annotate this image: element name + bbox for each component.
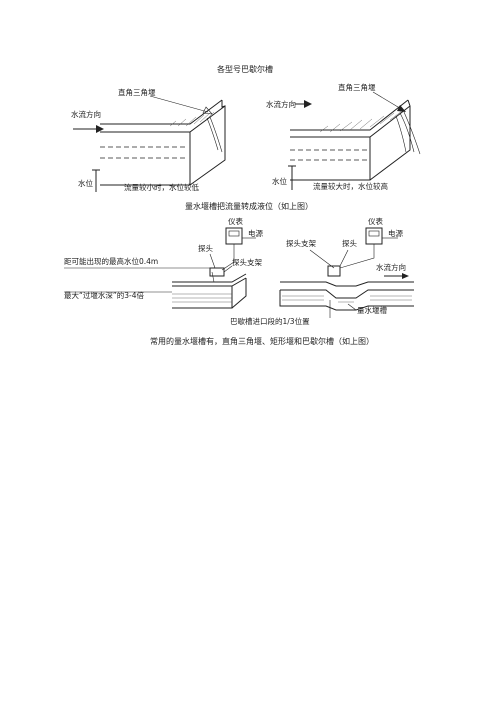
caption-flow-to-level: 量水堰槽把流量转成液位（如上图）	[185, 202, 313, 211]
desc-low-flow: 流量较小时，水位较低	[124, 182, 199, 192]
power-label-left: 电源	[248, 228, 263, 238]
position-note: 巴歇槽进口段的1/3位置	[230, 316, 310, 326]
flow-direction-left: 水流方向	[71, 109, 101, 119]
probe-install-left: 仪表 电源 探头 探头支架 距可能出现的最高水位0.4m 最大“过堰水深”的3-…	[64, 216, 263, 309]
probe-label-left: 探头	[198, 243, 213, 253]
power-label-right: 电源	[388, 228, 403, 238]
desc-high-flow: 流量较大时，水位较高	[313, 181, 388, 191]
weir-high-flow-panel: 直角三角堰 水流方向 水位 流量较大时，水位较高	[266, 82, 421, 191]
caption-parshall-models: 各型号巴歇尔槽	[217, 65, 273, 74]
caption-common-weirs: 常用的量水堰槽有，直角三角堰、矩形堰和巴歇尔槽（如上图）	[150, 337, 374, 346]
bracket-label-right: 探头支架	[286, 238, 316, 248]
water-level-right: 水位	[272, 176, 287, 186]
probe-install-right: 仪表 电源 探头支架 探头 水流方向 量水堰槽 巴歇槽进口段的1/3位置	[230, 216, 414, 326]
probe-installation-diagram: 仪表 电源 探头 探头支架 距可能出现的最高水位0.4m 最大“过堰水深”的3-…	[64, 216, 414, 326]
note-max-level: 距可能出现的最高水位0.4m	[64, 256, 158, 266]
flow-direction-right: 水流方向	[266, 99, 296, 109]
probe-label-right: 探头	[342, 238, 357, 248]
weir-label-right: 直角三角堰	[338, 82, 376, 92]
bracket-label-left: 探头支架	[232, 257, 262, 267]
weir-label-left: 直角三角堰	[118, 87, 156, 97]
note-weir-depth: 最大“过堰水深”的3-4倍	[64, 290, 145, 300]
meter-label-left: 仪表	[228, 216, 243, 226]
flow-direction-probe: 水流方向	[376, 262, 406, 272]
water-level-left: 水位	[78, 178, 93, 188]
meter-label-right: 仪表	[368, 216, 383, 226]
trough-label: 量水堰槽	[357, 305, 387, 315]
weir-low-flow-panel: 直角三角堰 水流方向 水位 流量较小时，水位较低	[71, 87, 226, 192]
weir-flow-diagram: 直角三角堰 水流方向 水位 流量较小时，水位较低 直角三角堰 水流方向	[71, 82, 421, 192]
